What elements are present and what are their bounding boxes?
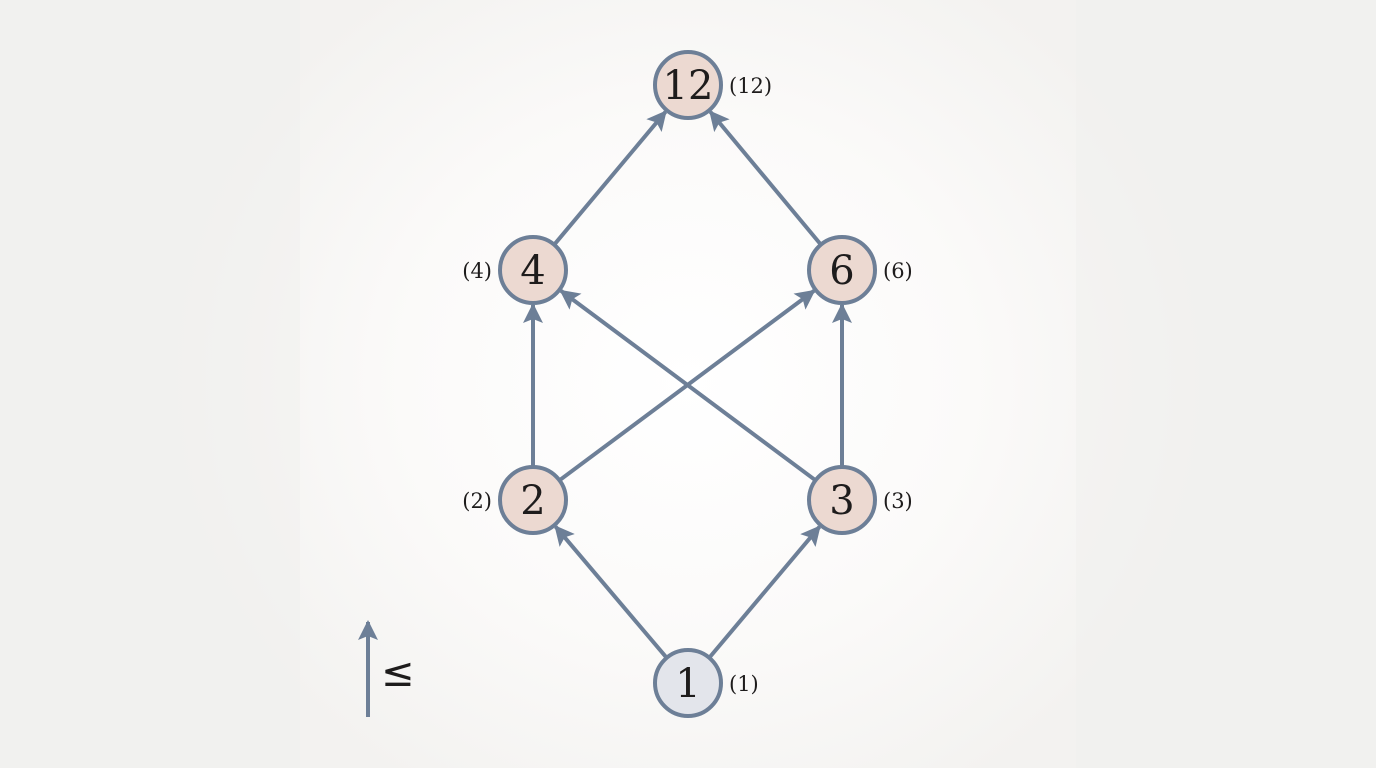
node-1: 1 (1) — [653, 648, 759, 718]
node-label: 12 — [663, 63, 714, 109]
node-annotation: (1) — [729, 672, 759, 696]
edge-4-to-12 — [552, 110, 668, 246]
node-4: 4 (4) — [462, 235, 568, 305]
edge-6-to-12 — [708, 110, 823, 246]
node-circle — [653, 50, 723, 120]
node-annotation: (12) — [729, 74, 772, 98]
node-annotation: (6) — [883, 259, 913, 283]
node-label: 6 — [829, 248, 854, 294]
node-2: 2 (2) — [462, 465, 568, 535]
edge-1-to-2 — [554, 525, 669, 660]
node-circle — [653, 648, 723, 718]
node-circle — [807, 465, 877, 535]
node-label: 2 — [520, 478, 545, 524]
node-annotation: (2) — [462, 489, 492, 513]
node-annotation: (3) — [883, 489, 913, 513]
node-12: 12 (12) — [653, 50, 772, 120]
legend: ≤ — [358, 620, 415, 717]
node-circle — [498, 465, 568, 535]
edge-3-to-4 — [559, 289, 817, 482]
nodes: 12 (12) 4 (4) 6 (6) 2 (2) 3 (3) 1 (1) — [462, 50, 913, 718]
node-circle — [807, 235, 877, 305]
node-annotation: (4) — [462, 259, 492, 283]
node-circle — [498, 235, 568, 305]
node-6: 6 (6) — [807, 235, 913, 305]
node-label: 4 — [520, 248, 545, 294]
node-3: 3 (3) — [807, 465, 913, 535]
edge-1-to-3 — [707, 525, 821, 660]
node-label: 3 — [829, 478, 854, 524]
edges — [523, 110, 852, 660]
right-margin — [1076, 0, 1376, 768]
node-label: 1 — [675, 661, 700, 707]
legend-symbol: ≤ — [381, 650, 415, 696]
left-margin — [0, 0, 300, 768]
